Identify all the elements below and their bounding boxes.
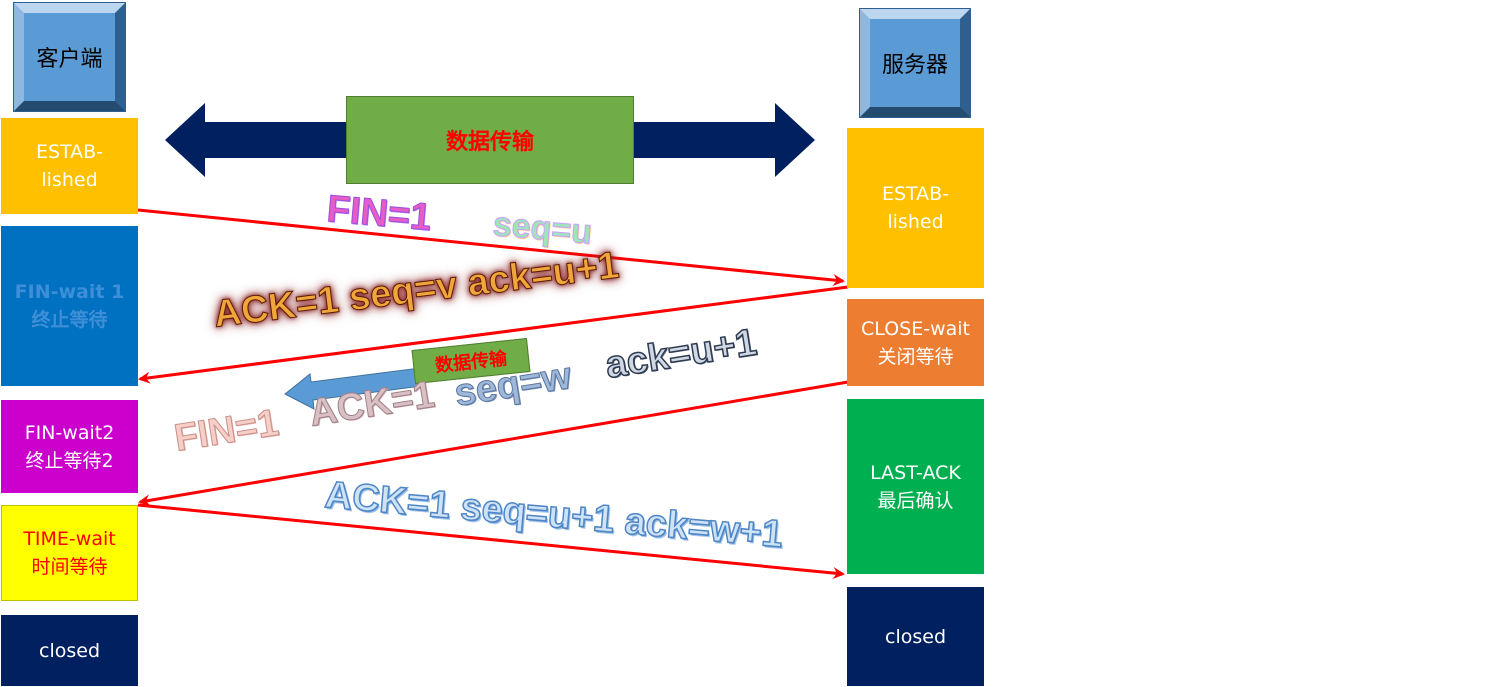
client-state-fin-wait-1: FIN-wait 1 终止等待 bbox=[1, 226, 138, 386]
fin1-arrow-line bbox=[137, 208, 845, 286]
client-state-closed: closed bbox=[1, 615, 138, 686]
data-transfer-box: 数据传输 bbox=[346, 96, 634, 184]
server-state-last-ack: LAST-ACK 最后确认 bbox=[847, 399, 984, 574]
client-label: 客户端 bbox=[36, 47, 103, 72]
server-state-closed-label: closed bbox=[885, 625, 946, 648]
server-box: 服务器 bbox=[860, 9, 970, 117]
msg-fin1: FIN=1 bbox=[325, 188, 434, 240]
client-state-closed-label: closed bbox=[39, 639, 100, 662]
server-label: 服务器 bbox=[881, 53, 948, 78]
data-transfer-label: 数据传输 bbox=[445, 130, 534, 155]
final-ack-arrow-line bbox=[137, 503, 845, 579]
ack-reply-arrow-line bbox=[138, 285, 849, 384]
client-box: 客户端 bbox=[14, 3, 125, 111]
server-state-established: ESTAB- lished bbox=[847, 128, 984, 288]
client-state-established-label: ESTAB- lished bbox=[35, 141, 104, 191]
fin2-arrow-line bbox=[138, 380, 849, 507]
server-state-close-wait: CLOSE-wait 关闭等待 bbox=[847, 299, 984, 386]
server-state-established-label: ESTAB- lished bbox=[881, 183, 950, 233]
client-state-time-wait: TIME-wait 时间等待 bbox=[1, 505, 138, 601]
server-state-closed: closed bbox=[847, 587, 984, 686]
client-state-established: ESTAB- lished bbox=[1, 118, 138, 214]
client-state-fin-wait-1-label: FIN-wait 1 终止等待 bbox=[14, 281, 125, 331]
client-state-fin-wait-2-label: FIN-wait2 终止等待2 bbox=[24, 421, 115, 472]
client-state-time-wait-label: TIME-wait 时间等待 bbox=[23, 528, 116, 578]
server-state-last-ack-label: LAST-ACK 最后确认 bbox=[870, 461, 961, 512]
server-state-close-wait-label: CLOSE-wait 关闭等待 bbox=[861, 317, 970, 368]
client-state-fin-wait-2: FIN-wait2 终止等待2 bbox=[1, 400, 138, 493]
